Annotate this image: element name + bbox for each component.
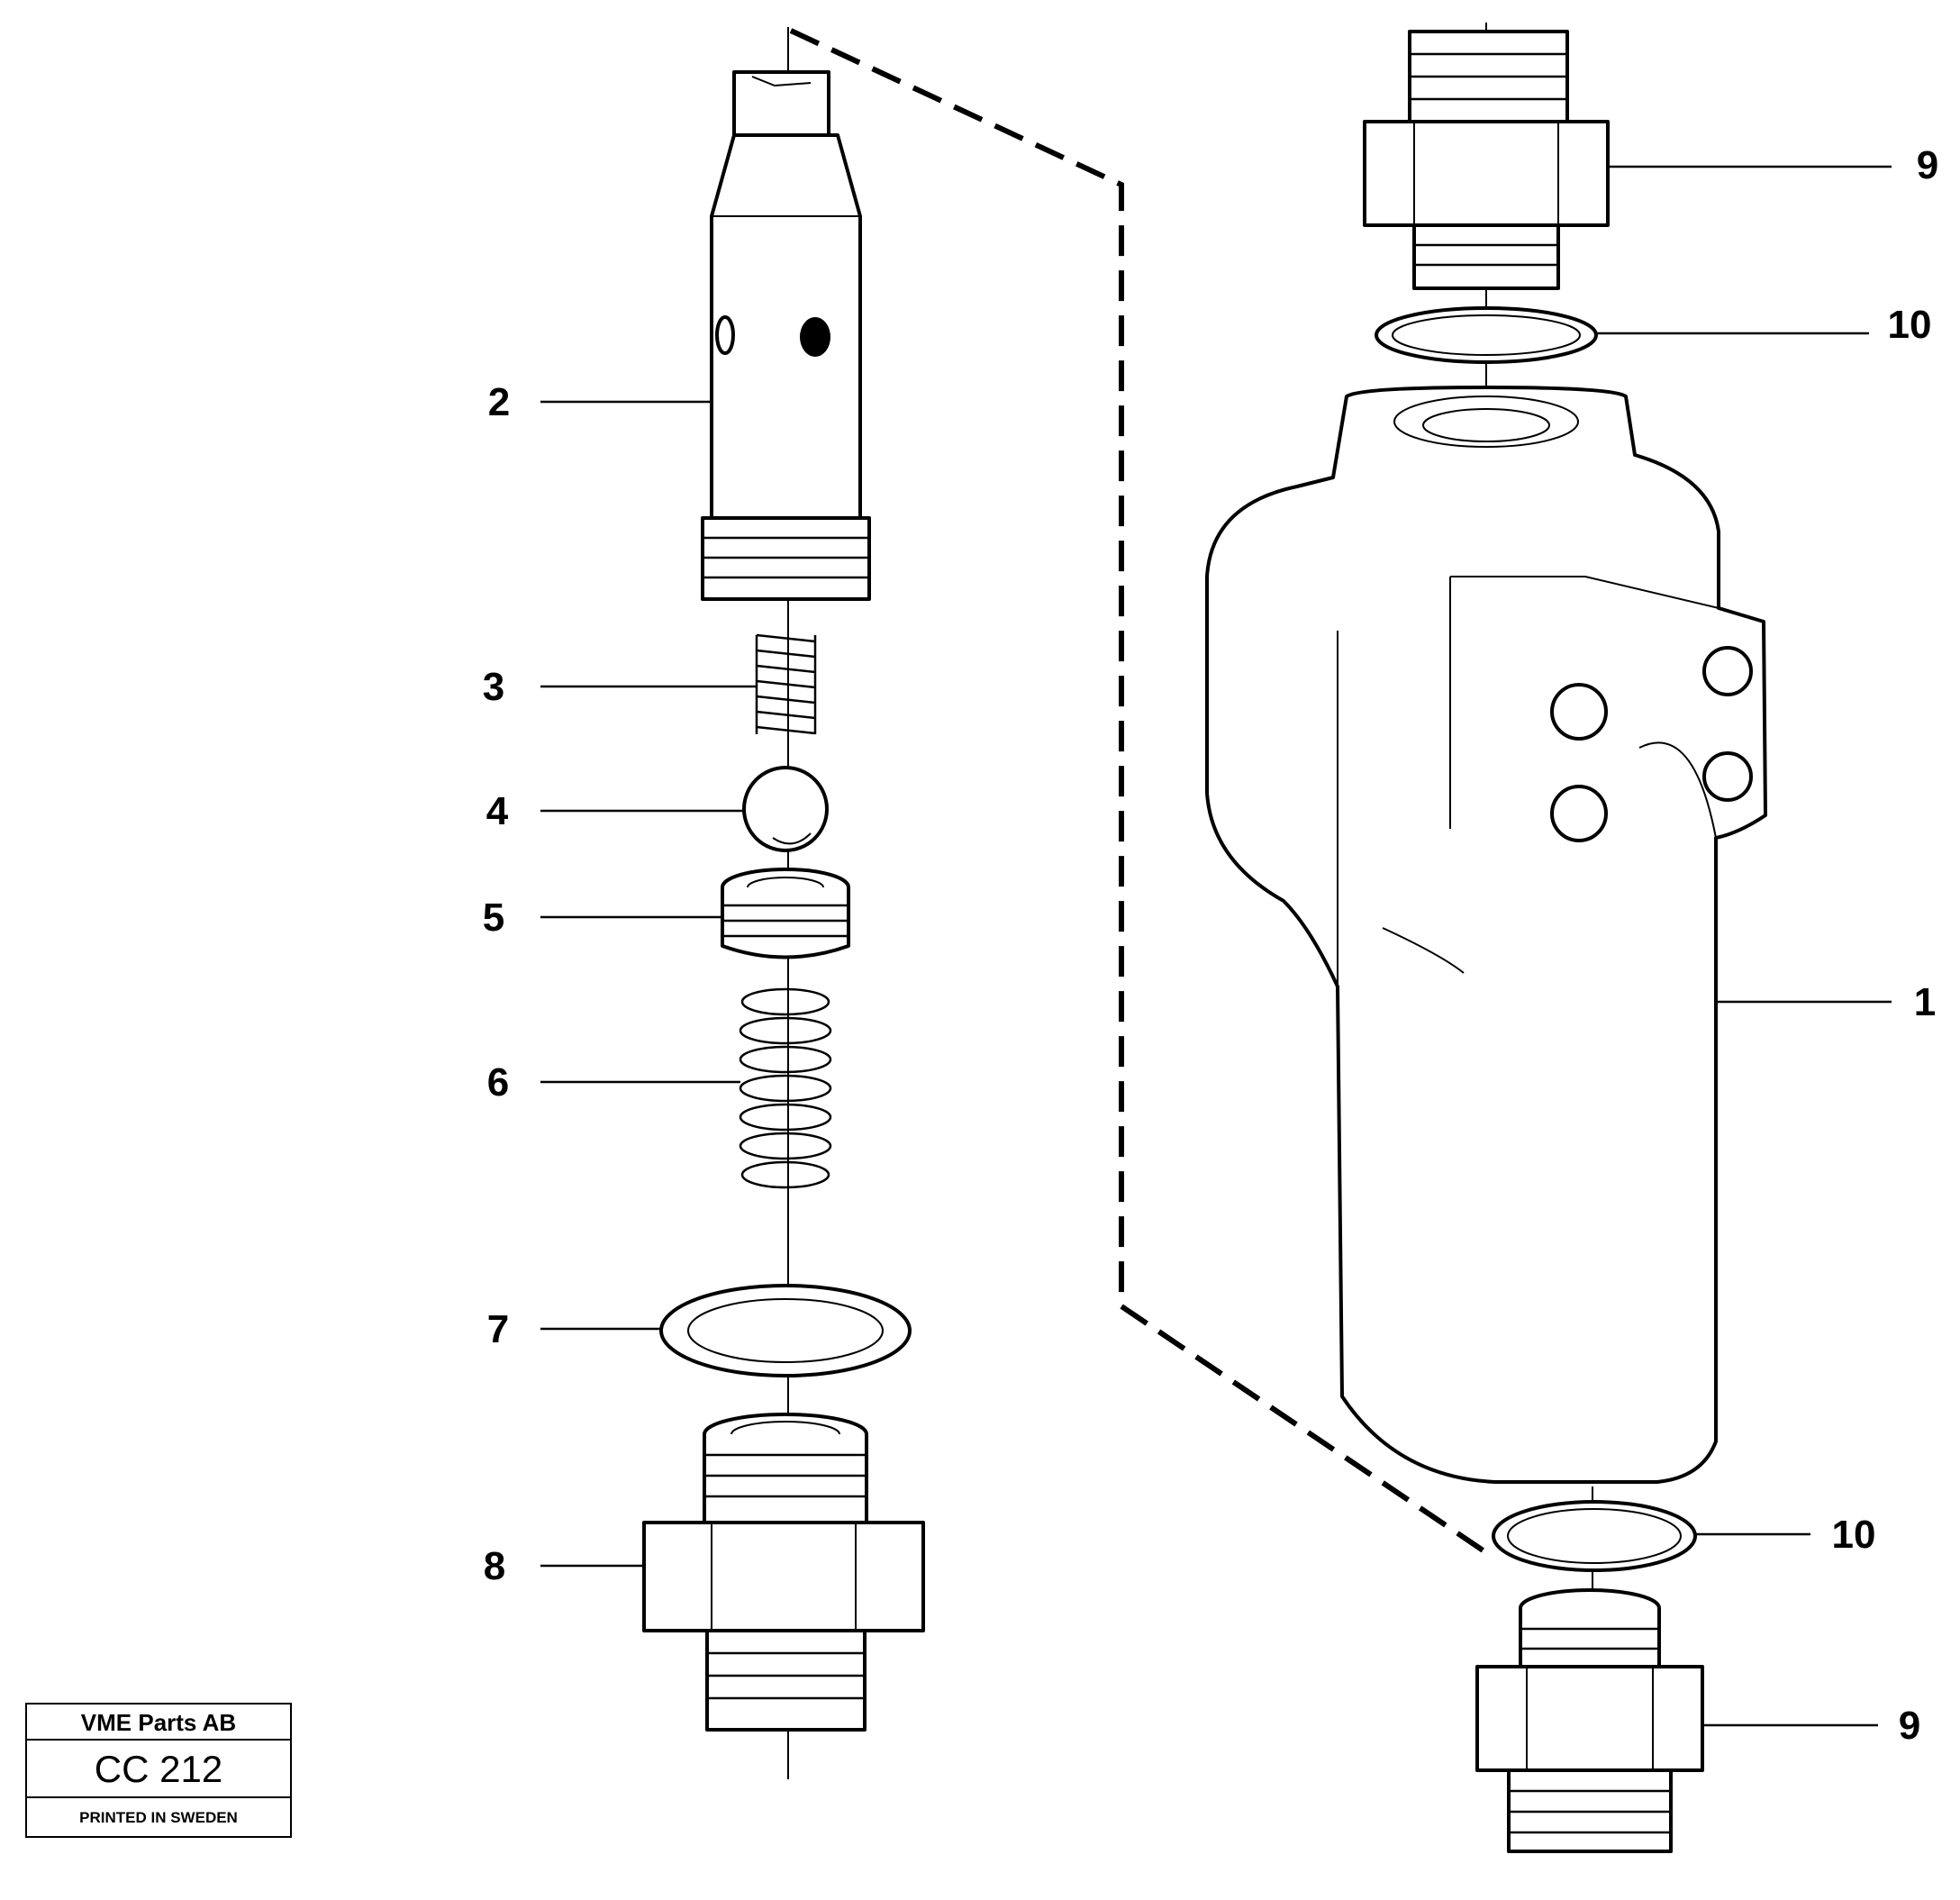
drawing-code: CC 212 xyxy=(27,1741,290,1798)
callout-6: 6 xyxy=(487,1060,509,1105)
callout-9-top: 9 xyxy=(1917,143,1938,187)
part-2-valve-body xyxy=(701,70,871,601)
company-name: VME Parts AB xyxy=(27,1705,290,1741)
title-block: VME Parts AB CC 212 PRINTED IN SWEDEN xyxy=(25,1703,292,1838)
callout-7: 7 xyxy=(487,1307,509,1351)
callout-1: 1 xyxy=(1914,980,1936,1024)
callout-3: 3 xyxy=(483,665,504,709)
part-7-washer xyxy=(659,1284,912,1377)
assembly-dashed-line xyxy=(789,28,1486,1554)
callout-2: 2 xyxy=(488,380,510,424)
part-9-bottom-union xyxy=(1475,1588,1704,1853)
callout-10-top: 10 xyxy=(1888,303,1932,347)
callout-8: 8 xyxy=(484,1544,505,1588)
part-9-top-union xyxy=(1363,30,1610,290)
part-10-bottom-seal xyxy=(1492,1500,1697,1572)
callout-10-bottom: 10 xyxy=(1832,1513,1876,1557)
part-5-seat xyxy=(721,868,850,959)
part-8-union-nipple xyxy=(642,1413,925,1732)
callout-5: 5 xyxy=(483,895,504,940)
printed-note: PRINTED IN SWEDEN xyxy=(79,1809,238,1826)
part-1-valve-housing xyxy=(1205,386,1767,1484)
part-3-small-spring xyxy=(755,633,817,735)
callout-9-bottom: 9 xyxy=(1899,1704,1920,1748)
part-10-top-seal xyxy=(1375,306,1598,364)
part-6-large-spring xyxy=(739,987,832,1189)
callout-4: 4 xyxy=(486,789,509,833)
part-4-ball xyxy=(742,766,829,852)
